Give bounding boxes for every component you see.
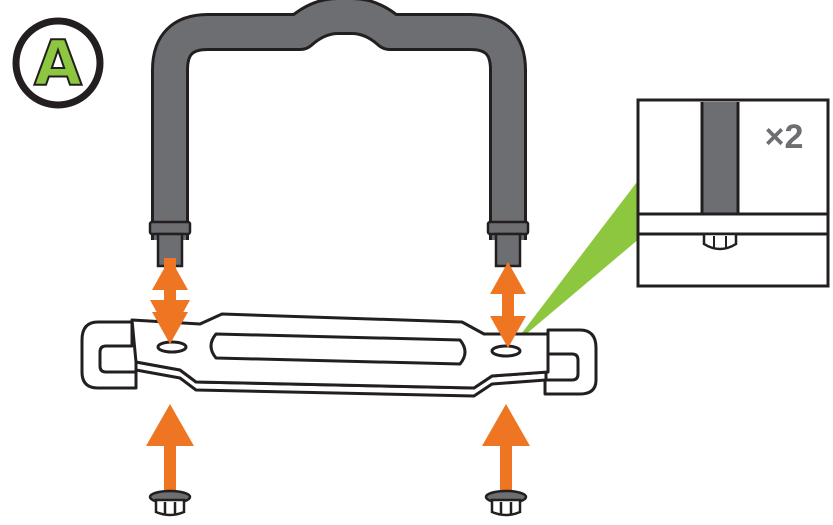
orange-arrow-left-top [152, 258, 188, 344]
mounting-bracket-icon [148, 0, 530, 268]
hex-nut-icon [148, 489, 192, 517]
quantity-label: ×2 [765, 118, 804, 156]
orange-arrow-right-bottom [482, 404, 530, 492]
step-badge: A [12, 17, 104, 109]
orange-arrow-left-bottom [146, 404, 194, 492]
detail-inset: ×2 [636, 98, 830, 288]
hex-nut-icon-right [484, 489, 528, 517]
orange-arrow-right-top [490, 262, 526, 348]
backplate-icon [80, 312, 598, 398]
step-badge-letter: A [34, 27, 82, 100]
callout-wedge [512, 178, 640, 346]
